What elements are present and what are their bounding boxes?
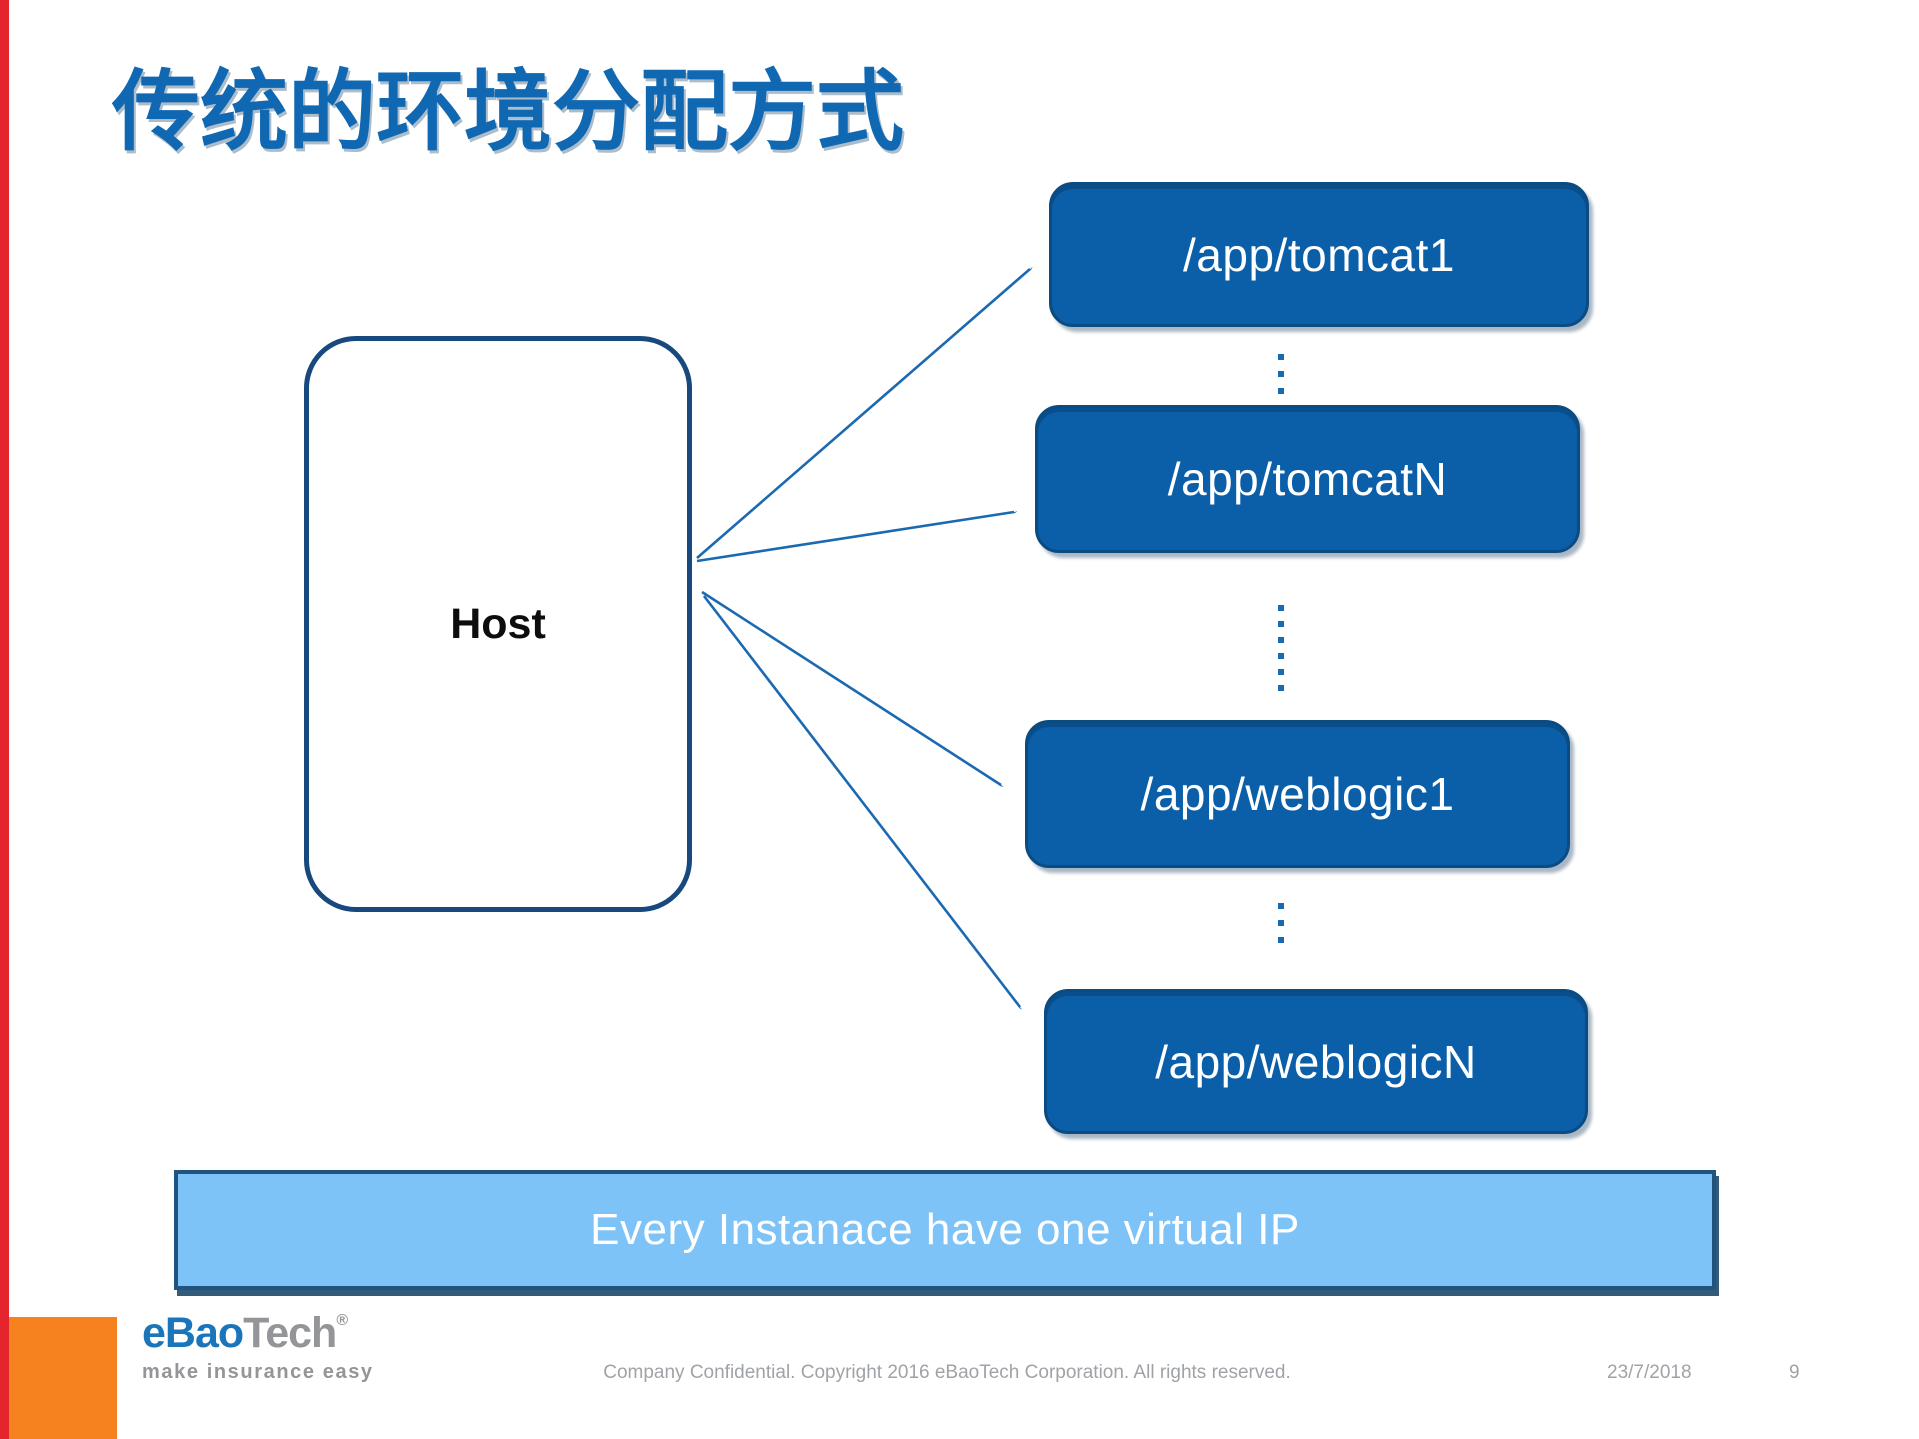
instance-box-label: /app/tomcat1 xyxy=(1183,228,1455,281)
ellipsis-dots-2 xyxy=(1278,605,1284,691)
orange-corner-square xyxy=(9,1317,117,1439)
instance-box-tomcat1: /app/tomcat1 xyxy=(1049,182,1589,327)
left-accent-bar xyxy=(0,0,9,1439)
footer-date: 23/7/2018 xyxy=(1607,1362,1692,1383)
ellipsis-dots-3 xyxy=(1278,903,1284,943)
logo-text-ebao: eBao xyxy=(142,1309,244,1357)
host-label: Host xyxy=(450,599,546,648)
virtual-ip-banner-text: Every Instanace have one virtual IP xyxy=(590,1205,1300,1254)
arrow-host-to-weblogic1 xyxy=(701,590,1001,785)
ellipsis-dots-1 xyxy=(1278,354,1284,394)
instance-box-label: /app/weblogic1 xyxy=(1140,768,1455,820)
instance-box-label: /app/tomcatN xyxy=(1167,453,1448,505)
arrow-host-to-tomcat1 xyxy=(696,269,1030,559)
host-box: Host xyxy=(304,336,692,912)
arrow-host-to-tomcatN xyxy=(696,512,1014,563)
logo-text-tech: Tech xyxy=(243,1309,337,1357)
instance-box-label: /app/weblogicN xyxy=(1155,1035,1477,1088)
page-title: 传统的环境分配方式 xyxy=(112,62,905,161)
registered-trademark-icon: ® xyxy=(336,1312,348,1329)
arrow-host-to-weblogicN xyxy=(702,595,1020,1007)
logo-tagline: make insurance easy xyxy=(142,1361,374,1383)
footer-confidential-text: Company Confidential. Copyright 2016 eBa… xyxy=(603,1362,1291,1383)
instance-box-weblogic1: /app/weblogic1 xyxy=(1025,720,1570,868)
instance-box-tomcatN: /app/tomcatN xyxy=(1035,405,1580,553)
virtual-ip-banner: Every Instanace have one virtual IP xyxy=(174,1170,1716,1290)
instance-box-weblogicN: /app/weblogicN xyxy=(1044,989,1588,1134)
logo-wordmark: eBaoTech® xyxy=(142,1309,348,1357)
ebaotech-logo: eBaoTech® make insurance easy xyxy=(142,1309,374,1383)
footer-page-number: 9 xyxy=(1789,1362,1800,1383)
